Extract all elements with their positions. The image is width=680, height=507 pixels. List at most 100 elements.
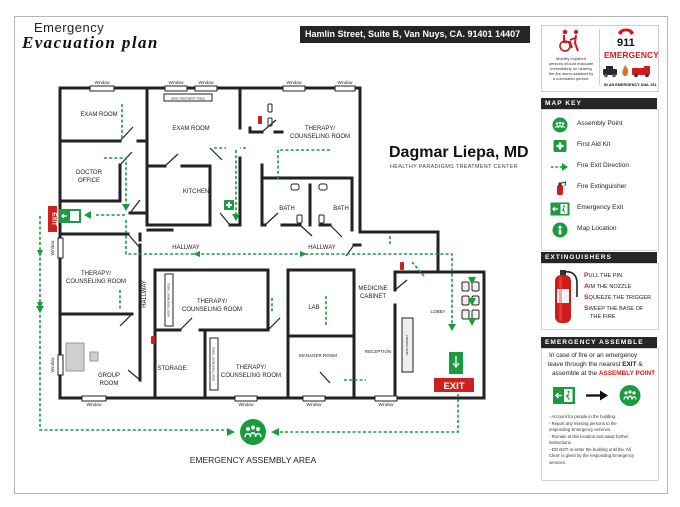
label-kitchen: KITCHEN [183,189,209,195]
mobility-notice-line: persons should evacuate [548,61,594,66]
assemble-line3-text: assemble at the [552,370,599,377]
address-text: Hamlin Street, Suite B, Van Nuys, CA. 91… [305,29,521,39]
map-key-heading: MAP KEY [541,98,657,109]
desk-cabinet [401,317,414,373]
lobby-seat-5 [461,309,470,320]
location-icon [552,222,568,238]
toilet-2 [318,183,328,191]
assemble-note: - Report any missing persons to the [549,420,617,426]
assemble-line3: assemble at the ASSEMBLY POINT [552,370,655,377]
label-therapy-left-1: THERAPY/ [81,271,111,277]
key-label-first-aid: First Aid Kit [577,141,611,148]
practice-name: Dagmar Liepa, MD [389,144,529,161]
step-aim-text: IM THE NOZZLE [588,284,632,290]
exit-label-southeast: EXIT [443,381,464,392]
assembly-point-icon [552,117,568,133]
label-reception: RECEPTION [365,349,391,354]
label-storage: STORAGE [157,366,186,372]
step-sweep-letter: S [584,305,589,312]
assemble-note: instructions. [549,440,572,445]
extinguishers-heading: EXTINGUISHERS [541,252,657,263]
windows [57,85,398,402]
exit-sign-west: EXIT [48,206,81,232]
step-sweep-text: WEEP THE BASE OF [588,306,644,312]
step-aim: AIM THE NOZZLE [584,283,631,290]
assembly-point-marker [240,419,266,445]
mobility-notice-line: immediately on hearing [550,66,592,71]
label-therapy-left-2: COUNSELING ROOM [66,279,126,285]
treatment-table-top [163,93,213,102]
window-label: Window [50,240,55,256]
label-therapy-top-2: COUNSELING ROOM [290,134,350,140]
furniture [65,93,480,391]
label-bath-1: BATH [279,206,295,212]
assemble-point-word: ASSEMBLY POINT [598,370,656,377]
label-exam-room-2: EXAM ROOM [172,126,209,132]
extinguisher-illustration [555,270,578,323]
sink-4 [318,214,325,224]
exit-sign-southeast: EXIT [434,352,474,392]
exit-to-assembly-icon [553,385,641,406]
label-desk-cabinet: DESK CABINET [405,334,409,355]
group-table [65,342,85,372]
outer-wall [58,86,486,400]
floor-walls [58,86,486,400]
label-group-2: ROOM [100,381,119,387]
label-table-top: WIDE TREATMENT TABLE [171,97,205,101]
label-lab: LAB [308,305,319,311]
exit-sign-icon [550,202,570,216]
assemble-amp: & [636,361,643,368]
mobility-notice-line: the fire alarm assisted by [548,71,594,76]
step-squeeze: SQUEEZE THE TRIGGER [584,294,651,301]
lobby-seat-2 [471,281,480,292]
room-labels: EXAM ROOM EXAM ROOM THERAPY/ COUNSELING … [66,97,446,388]
step-pull-text: ULL THE PIN [588,273,623,279]
label-bath-2: BATH [333,206,349,212]
extinguishers-panel [541,263,659,330]
label-medicine-2: CABINET [360,294,386,300]
mobility-notice-line: Mobility impaired [555,56,586,61]
label-medicine-1: MEDICINE [358,286,387,292]
window-label: Window [379,402,395,407]
step-aim-letter: A [584,283,589,290]
window-label: Window [307,402,323,407]
assemble-note: - Account for people in the building. [549,414,617,419]
assemble-note: responding Emergency services. [549,427,612,432]
arrow-icon [551,163,568,171]
key-label-assembly-point: Assembly Point [577,120,623,127]
assemble-note: - Remain at this location and await furt… [549,433,629,439]
extinguisher-icon [557,181,567,195]
window-label: Window [199,80,215,85]
title-line1: Emergency [34,20,105,35]
step-sweep: SWEEP THE BASE OF [584,305,643,312]
label-doctor-1: DOCTOR [76,170,103,176]
sink-3 [296,214,303,224]
dial-text: IN AN EMERGENCY DIAL 911 [604,83,657,87]
doors [119,119,408,384]
lobby-seat-3 [461,295,470,306]
label-doctor-2: OFFICE [78,178,100,184]
assemble-note: services. [549,459,566,465]
step-sweep-tail: THE FIRE [590,314,616,320]
label-group-1: GROUP [98,373,120,379]
key-label-emergency-exit: Emergency Exit [577,204,624,211]
map-key-panel [541,109,659,251]
lobby-seat-6 [471,309,480,320]
assemble-exit-word: EXIT [622,361,637,368]
first-aid-icon [553,140,567,152]
key-label-fire-exit-direction: Fire Exit Direction [577,162,630,169]
window-label: Window [50,357,55,373]
emergency-vehicles-icon [603,65,650,78]
group-chair [89,351,99,362]
notice-divider [599,29,600,85]
plan-first-aid [224,200,234,210]
label-table-center: WIDE TREATMENT TABLE [212,347,216,381]
window-label: Window [239,402,255,407]
notice-card [541,25,659,92]
mobility-notice-line: a nominated person. [552,76,590,81]
step-pull-letter: P [584,272,589,279]
sink-2 [267,117,273,127]
address-bar [300,26,530,43]
